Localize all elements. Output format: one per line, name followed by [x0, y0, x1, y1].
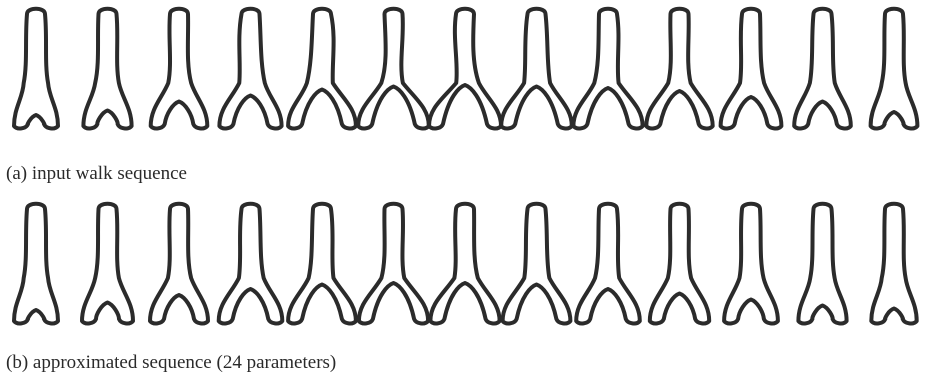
approximated-silhouette-9 [576, 204, 640, 324]
approximated-silhouette-1 [14, 204, 58, 324]
input-walk-sequence-row [0, 0, 945, 140]
input-walk-silhouette-2 [83, 9, 131, 129]
input-walk-silhouette-4 [219, 9, 281, 129]
approximated-walk-silhouettes [0, 195, 945, 335]
input-walk-silhouette-1 [14, 9, 58, 129]
input-walk-silhouette-8 [501, 9, 572, 129]
input-walk-silhouette-11 [721, 9, 782, 129]
approximated-silhouette-12 [798, 204, 846, 324]
input-walk-silhouette-7 [429, 9, 501, 129]
approximated-silhouette-2 [82, 204, 133, 324]
approximated-silhouette-11 [724, 204, 778, 324]
approximated-silhouette-10 [650, 204, 709, 324]
input-walk-silhouette-6 [358, 9, 429, 129]
approximated-silhouette-5 [288, 204, 356, 324]
approximated-sequence-row [0, 195, 945, 335]
input-walk-silhouette-10 [646, 9, 712, 129]
input-walk-silhouette-13 [871, 9, 918, 129]
caption-input-walk-sequence: (a) input walk sequence [6, 163, 187, 185]
input-walk-silhouette-9 [573, 9, 642, 129]
approximated-silhouette-8 [503, 204, 571, 324]
input-walk-silhouette-3 [151, 9, 208, 129]
input-walk-silhouette-12 [794, 9, 851, 129]
input-walk-silhouettes [0, 0, 945, 140]
approximated-silhouette-13 [871, 204, 916, 324]
approximated-silhouette-6 [359, 204, 428, 324]
approximated-silhouette-3 [150, 204, 208, 324]
approximated-silhouette-7 [430, 204, 499, 324]
approximated-silhouette-4 [219, 204, 283, 324]
caption-approximated-sequence: (b) approximated sequence (24 parameters… [6, 352, 336, 374]
input-walk-silhouette-5 [288, 9, 356, 129]
